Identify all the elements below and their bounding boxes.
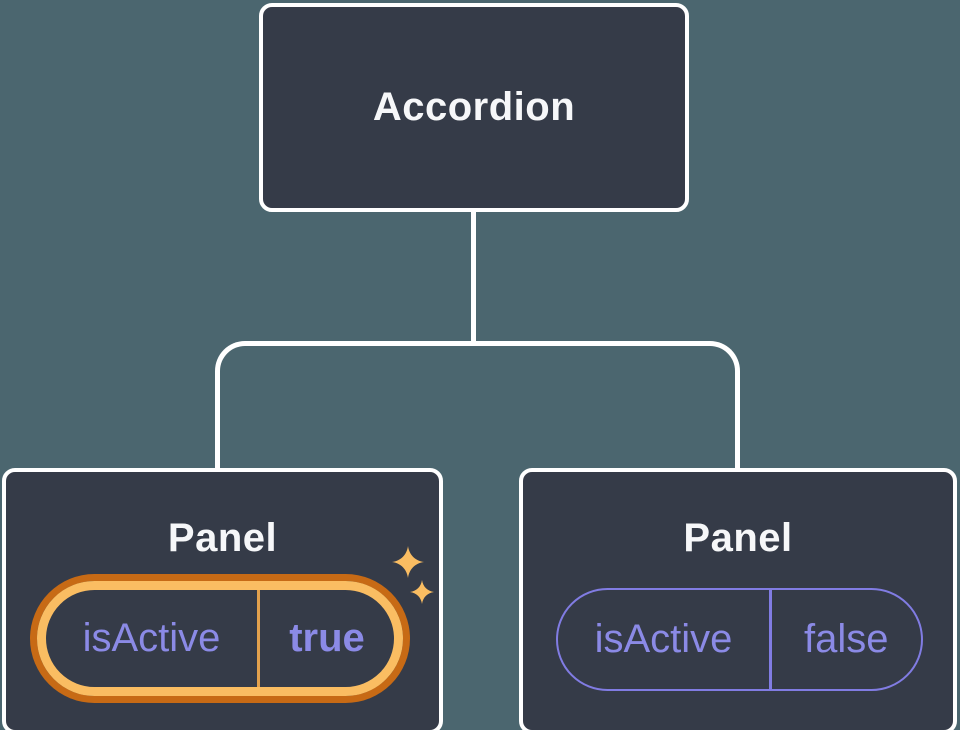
page-bottom-strip (0, 730, 960, 734)
state-pill-highlighted: isActive true (37, 581, 403, 696)
node-panel-left: Panel isActive true (2, 468, 443, 734)
node-panel-right: Panel isActive false (519, 468, 957, 734)
pill-divider (769, 590, 772, 689)
sparkle-small-icon (410, 580, 434, 604)
connector-stem (471, 211, 476, 345)
state-pill: isActive false (556, 588, 923, 691)
state-value: false (804, 617, 889, 661)
state-key: isActive (82, 616, 221, 660)
node-panel-right-label: Panel (683, 516, 793, 560)
state-key: isActive (594, 617, 733, 661)
connector-bracket (215, 341, 740, 470)
pill-divider (257, 590, 260, 687)
node-panel-left-label: Panel (167, 516, 278, 560)
node-accordion-label: Accordion (372, 85, 576, 129)
sparkle-large-icon (392, 546, 424, 578)
state-value: true (289, 616, 365, 660)
node-accordion: Accordion (259, 3, 689, 212)
